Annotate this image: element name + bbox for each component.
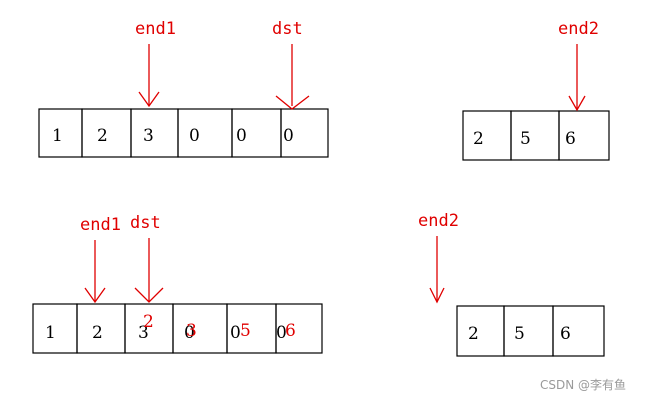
- top-a1-value: 0: [236, 126, 247, 146]
- top-a1-value: 0: [283, 126, 294, 146]
- bottom-array2: [456, 305, 605, 357]
- bot-a2-cell-1: [503, 305, 554, 357]
- watermark: CSDN @李有鱼: [540, 377, 626, 392]
- top-array2: [462, 110, 610, 161]
- top-a1-value: 2: [97, 126, 108, 146]
- bot-a2-cell-2: [552, 305, 605, 357]
- bot-a1-cell-3: [172, 303, 228, 354]
- top-a2-value: 5: [520, 129, 531, 149]
- bot-overlay-value: 5: [240, 321, 251, 341]
- top-a1-cell-2: [130, 108, 179, 158]
- bot-a1-cell-5: [275, 303, 323, 354]
- bot-overlay-value: 6: [285, 321, 296, 341]
- top-a1-value: 3: [143, 126, 154, 146]
- bot-a2-cell-0: [456, 305, 505, 357]
- top-array1-values: 1 2 3 0 0 0: [52, 126, 294, 146]
- top-a2-cell-2: [558, 110, 610, 161]
- bot-a2-value: 6: [560, 324, 571, 344]
- bot-a1-value: 0: [184, 323, 195, 343]
- top-a2-cell-1: [510, 110, 560, 161]
- top-end1-label: end1: [135, 19, 176, 39]
- top-end2-label: end2: [558, 19, 599, 39]
- top-a1-value: 1: [52, 126, 63, 146]
- top-pointers: [138, 44, 586, 112]
- bottom-pointers: [84, 236, 445, 304]
- bottom-overlay-values: 2 3 5 6: [143, 312, 296, 341]
- top-a2-value: 2: [473, 129, 484, 149]
- top-a2-value: 6: [565, 129, 576, 149]
- top-a2-cell-0: [462, 110, 512, 161]
- bottom-end2-label: end2: [418, 211, 459, 231]
- bot-a2-value: 2: [468, 324, 479, 344]
- bottom-array1: [32, 303, 323, 354]
- top-end1-arrow: [138, 44, 160, 108]
- top-array2-values: 2 5 6: [473, 129, 576, 149]
- bottom-dst-arrow: [134, 238, 164, 303]
- bot-a2-value: 5: [514, 324, 525, 344]
- top-end2-arrow: [568, 44, 586, 112]
- top-dst-label: dst: [272, 19, 303, 39]
- top-dst-arrow: [275, 44, 310, 110]
- bot-a1-value: 1: [45, 323, 56, 343]
- bottom-end1-arrow: [84, 240, 106, 304]
- top-array1: [38, 108, 329, 158]
- bottom-array1-values: 1 2 3 0 0 0: [45, 323, 287, 343]
- bot-a1-value: 0: [276, 323, 287, 343]
- top-a1-cell-3: [177, 108, 233, 158]
- bot-a1-value: 2: [92, 323, 103, 343]
- bottom-dst-label: dst: [130, 213, 161, 233]
- top-a1-cell-5: [280, 108, 329, 158]
- bot-a1-value: 0: [230, 323, 241, 343]
- bot-overlay-value: 2: [143, 312, 154, 332]
- top-a1-value: 0: [189, 126, 200, 146]
- bot-overlay-value: 3: [186, 321, 197, 341]
- bottom-end2-arrow: [429, 236, 445, 304]
- bottom-end1-label: end1: [80, 215, 121, 235]
- bot-a1-value: 3: [138, 323, 149, 343]
- bottom-array2-values: 2 5 6: [468, 324, 571, 344]
